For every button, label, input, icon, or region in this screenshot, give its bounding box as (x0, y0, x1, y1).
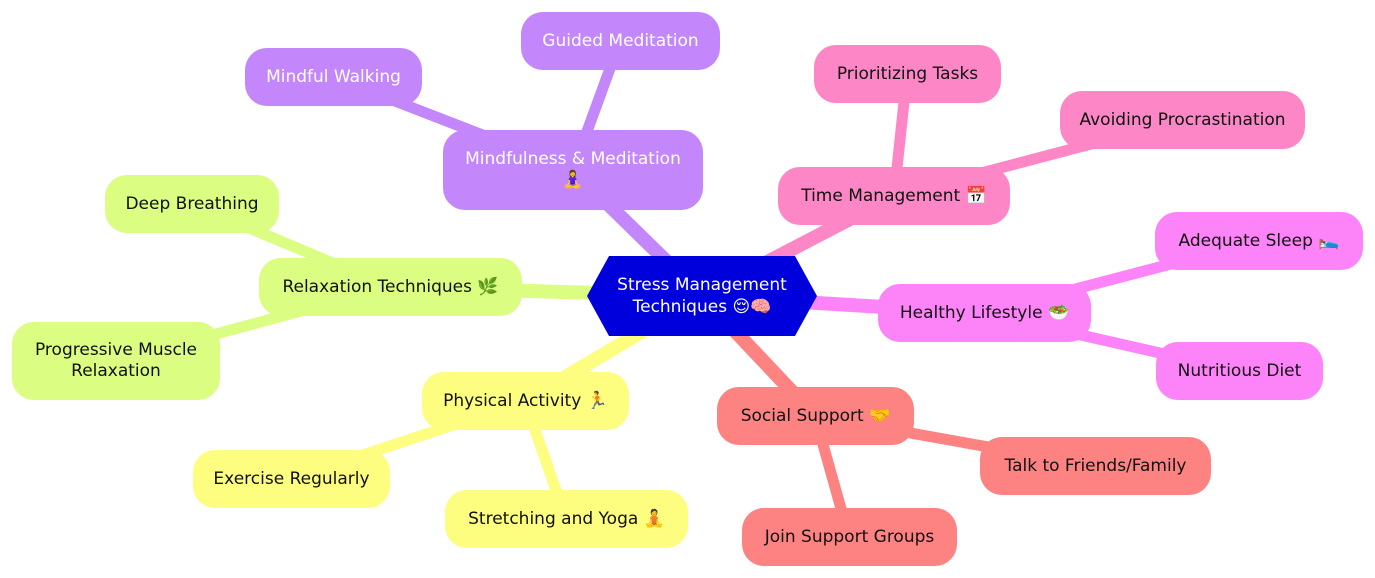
leaf-avoiding-procrastination: Avoiding Procrastination (1060, 91, 1305, 149)
leaf-mindful-walking: Mindful Walking (245, 48, 422, 106)
branch-healthy-lifestyle: Healthy Lifestyle 🥗 (878, 284, 1091, 342)
branch-relaxation-techniques: Relaxation Techniques 🌿 (259, 258, 522, 316)
leaf-progressive-muscle-relaxation: Progressive Muscle Relaxation (12, 322, 220, 400)
leaf-deep-breathing: Deep Breathing (105, 175, 279, 233)
branch-time-management: Time Management 📅 (778, 167, 1010, 225)
leaf-exercise-regularly: Exercise Regularly (193, 450, 390, 508)
leaf-nutritious-diet: Nutritious Diet (1156, 342, 1323, 400)
leaf-talk-to-friends-family: Talk to Friends/Family (980, 437, 1211, 495)
leaf-guided-meditation: Guided Meditation (521, 12, 720, 70)
root-label: Stress Management Techniques 😌🧠 (617, 275, 787, 317)
leaf-adequate-sleep: Adequate Sleep 🛌 (1155, 212, 1363, 270)
root-hexagon-shape (587, 256, 817, 336)
leaf-join-support-groups: Join Support Groups (742, 508, 957, 566)
branch-physical-activity: Physical Activity 🏃 (422, 372, 629, 430)
branch-social-support: Social Support 🤝 (717, 387, 914, 445)
root-node: Stress Management Techniques 😌🧠 (587, 256, 817, 336)
branch-mindfulness-meditation: Mindfulness & Meditation 🧘‍♀️ (443, 130, 703, 210)
leaf-prioritizing-tasks: Prioritizing Tasks (814, 45, 1001, 103)
leaf-stretching-and-yoga: Stretching and Yoga 🧘 (445, 490, 688, 548)
